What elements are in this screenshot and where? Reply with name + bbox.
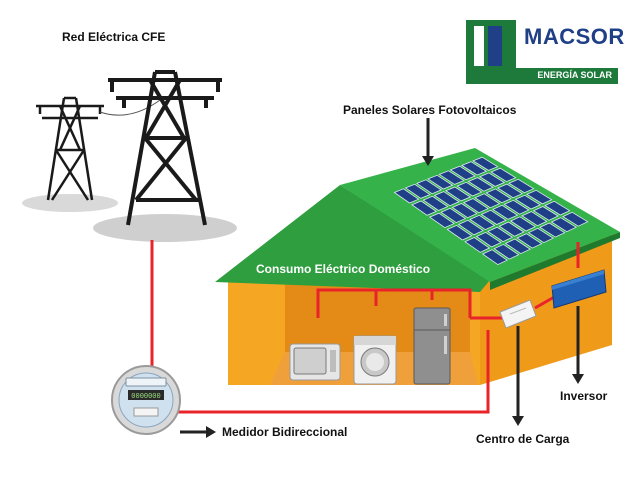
- solar-panel-cell: [485, 188, 512, 204]
- solar-panel-cell: [411, 200, 438, 216]
- solar-panel-cell: [487, 226, 514, 243]
- solar-panel-cell: [504, 238, 531, 255]
- refrigerator-appliance: [413, 307, 451, 385]
- solar-panel-cell: [492, 204, 519, 220]
- macsor-logo: MACSOR ENERGÍA SOLAR: [466, 20, 624, 84]
- microwave-appliance: [289, 343, 341, 381]
- label-inversor: Inversor: [560, 389, 608, 403]
- transmission-tower-small: [36, 96, 104, 201]
- arrow-from-inverter: [572, 306, 584, 384]
- solar-panel-cell: [521, 211, 548, 227]
- solar-panel-cell: [539, 222, 566, 238]
- washing-machine-appliance: [353, 335, 397, 385]
- roof-front: [215, 185, 490, 292]
- solar-panel-cell: [433, 191, 460, 207]
- meter-display: 0000000: [131, 393, 160, 401]
- solar-panel-cell: [472, 156, 499, 171]
- label-paneles-solares: Paneles Solares Fotovoltaicos: [343, 103, 517, 117]
- roof-edge: [490, 232, 620, 290]
- solar-panel-cell: [474, 193, 501, 209]
- solar-panel-cell: [490, 167, 517, 183]
- solar-panel-cell: [469, 214, 496, 231]
- solar-panel-cell: [508, 178, 535, 194]
- label-red-electrica: Red Eléctrica CFE: [62, 30, 166, 44]
- solar-panel-cell: [514, 194, 542, 210]
- solar-panel-cell: [516, 233, 543, 249]
- solar-panel-cell: [509, 216, 537, 232]
- solar-panel-cell: [544, 200, 571, 216]
- bidirectional-meter: 0000000: [111, 365, 181, 435]
- tower-large-shadow: [93, 214, 237, 242]
- solar-panel-cell: [550, 217, 577, 233]
- label-centro-carga: Centro de Carga: [476, 432, 570, 446]
- solar-panel-array: [393, 156, 589, 266]
- solar-panel-cell: [393, 188, 420, 204]
- solar-panel-cell: [440, 207, 467, 224]
- solar-panel-cell: [461, 161, 488, 176]
- solar-panel-cell: [527, 227, 554, 244]
- inverter-box: [551, 269, 607, 309]
- solar-panel-cell: [404, 183, 431, 199]
- solar-panel-cell: [445, 186, 472, 202]
- solar-panel-cell: [480, 209, 507, 225]
- solar-panel-cell: [503, 199, 530, 215]
- solar-panel-cell: [475, 231, 502, 248]
- arrow-to-meter-label: [180, 426, 216, 438]
- arrow-from-load-center: [512, 326, 524, 426]
- arrow-to-panels: [422, 118, 434, 166]
- solar-panel-cell: [422, 195, 449, 211]
- solar-panel-cell: [457, 219, 484, 236]
- load-center-box: [499, 299, 537, 329]
- logo-name: MACSOR: [524, 24, 625, 49]
- solar-panel-cell: [493, 243, 520, 260]
- roof-main: [340, 148, 620, 282]
- solar-panel-cell: [446, 224, 473, 241]
- transmission-tower-large: [108, 70, 222, 226]
- logo-tagline: ENERGÍA SOLAR: [537, 70, 612, 80]
- tower-small-shadow: [22, 194, 118, 212]
- solar-panel-cell: [496, 183, 524, 199]
- logo-tagline-bar: ENERGÍA SOLAR: [466, 68, 618, 84]
- solar-panel-cell: [481, 249, 508, 266]
- solar-panel-cell: [428, 212, 455, 229]
- solar-panel-cell: [462, 198, 489, 214]
- solar-panel-cell: [456, 181, 483, 197]
- house-wiring: [175, 242, 580, 414]
- solar-panel-cell: [532, 206, 559, 221]
- power-line: [99, 99, 161, 116]
- logo-mark: [466, 20, 516, 72]
- label-consumo-domestico: Consumo Eléctrico Doméstico: [256, 262, 431, 276]
- solar-panel-cell: [467, 177, 494, 192]
- label-medidor: Medidor Bidireccional: [222, 425, 348, 439]
- solar-panel-cell: [478, 172, 506, 187]
- solar-panel-cell: [562, 211, 589, 227]
- solar-panel-cell: [449, 165, 476, 181]
- solar-panel-cell: [416, 179, 443, 195]
- solar-panel-cell: [427, 174, 454, 190]
- solar-panel-cell: [451, 203, 478, 219]
- solar-panel-cell: [526, 189, 553, 205]
- solar-panel-cell: [438, 170, 465, 185]
- solar-panel-cell: [464, 237, 491, 253]
- solar-panel-cell: [498, 221, 525, 237]
